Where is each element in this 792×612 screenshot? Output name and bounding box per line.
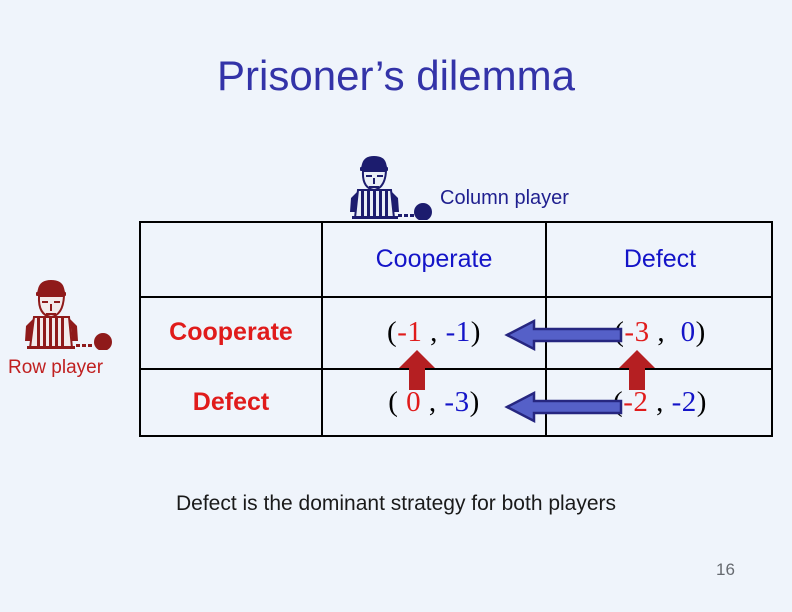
row-player-label: Row player bbox=[8, 357, 104, 378]
payoff-comma-dd: , bbox=[648, 386, 672, 418]
column-header-cooperate-label: Cooperate bbox=[375, 245, 493, 273]
payoff-matrix: Cooperate Defect Cooperate Defect (-1 , … bbox=[139, 221, 773, 437]
arrow-left-bottom-row-icon bbox=[504, 390, 624, 424]
payoff-cell-defect-cooperate: ( 0 , -3) bbox=[323, 368, 545, 437]
payoff-cell-cooperate-cooperate: (-1 , -1) bbox=[323, 296, 545, 368]
payoff-pair-cd: (-3 , 0) bbox=[614, 316, 706, 349]
payoff-pair-cc: (-1 , -1) bbox=[387, 316, 481, 349]
payoff-row-value-dc: 0 bbox=[406, 386, 422, 418]
row-header-defect: Defect bbox=[141, 368, 321, 437]
column-player-label: Column player bbox=[440, 187, 569, 209]
payoff-close-paren-dc: ) bbox=[469, 386, 480, 418]
payoff-col-value-cc: -1 bbox=[445, 315, 471, 348]
payoff-comma-dc: , bbox=[421, 386, 445, 418]
column-header-defect-label: Defect bbox=[623, 245, 697, 273]
arrow-up-defect-column-icon bbox=[616, 348, 658, 392]
payoff-open-paren-cc: ( bbox=[387, 315, 398, 348]
row-header-defect-label: Defect bbox=[192, 388, 270, 416]
payoff-col-value-cd: 0 bbox=[680, 315, 696, 348]
payoff-col-value-dd: -2 bbox=[671, 386, 697, 418]
column-header-cooperate: Cooperate bbox=[323, 223, 545, 296]
payoff-open-paren-dc: ( bbox=[388, 386, 407, 418]
arrow-left-top-row-icon bbox=[504, 318, 624, 352]
footer-note: Defect is the dominant strategy for both… bbox=[175, 492, 617, 515]
payoff-comma-cd: , bbox=[649, 315, 681, 348]
payoff-row-value-cc: -1 bbox=[397, 315, 423, 348]
payoff-pair-dc: ( 0 , -3) bbox=[388, 386, 480, 419]
payoff-close-paren-cc: ) bbox=[470, 315, 481, 348]
payoff-close-paren-cd: ) bbox=[695, 315, 706, 348]
matrix-horizontal-divider-2 bbox=[141, 368, 771, 370]
column-header-defect: Defect bbox=[547, 223, 773, 296]
payoff-comma-cc: , bbox=[422, 315, 446, 348]
payoff-row-value-cd: -3 bbox=[624, 315, 650, 348]
matrix-horizontal-divider-1 bbox=[141, 296, 771, 298]
row-header-cooperate-label: Cooperate bbox=[169, 317, 293, 346]
payoff-col-value-dc: -3 bbox=[444, 386, 470, 418]
matrix-vertical-divider-1 bbox=[321, 223, 323, 435]
payoff-close-paren-dd: ) bbox=[696, 386, 707, 418]
row-header-cooperate: Cooperate bbox=[141, 296, 321, 368]
prisoner-figure-column-icon bbox=[344, 154, 436, 221]
payoff-row-value-dd: -2 bbox=[623, 386, 649, 418]
page-title: Prisoner’s dilemma bbox=[217, 52, 575, 99]
page-number: 16 bbox=[716, 560, 735, 579]
arrow-up-cooperate-column-icon bbox=[396, 348, 438, 392]
prisoner-figure-row-icon bbox=[18, 278, 116, 351]
